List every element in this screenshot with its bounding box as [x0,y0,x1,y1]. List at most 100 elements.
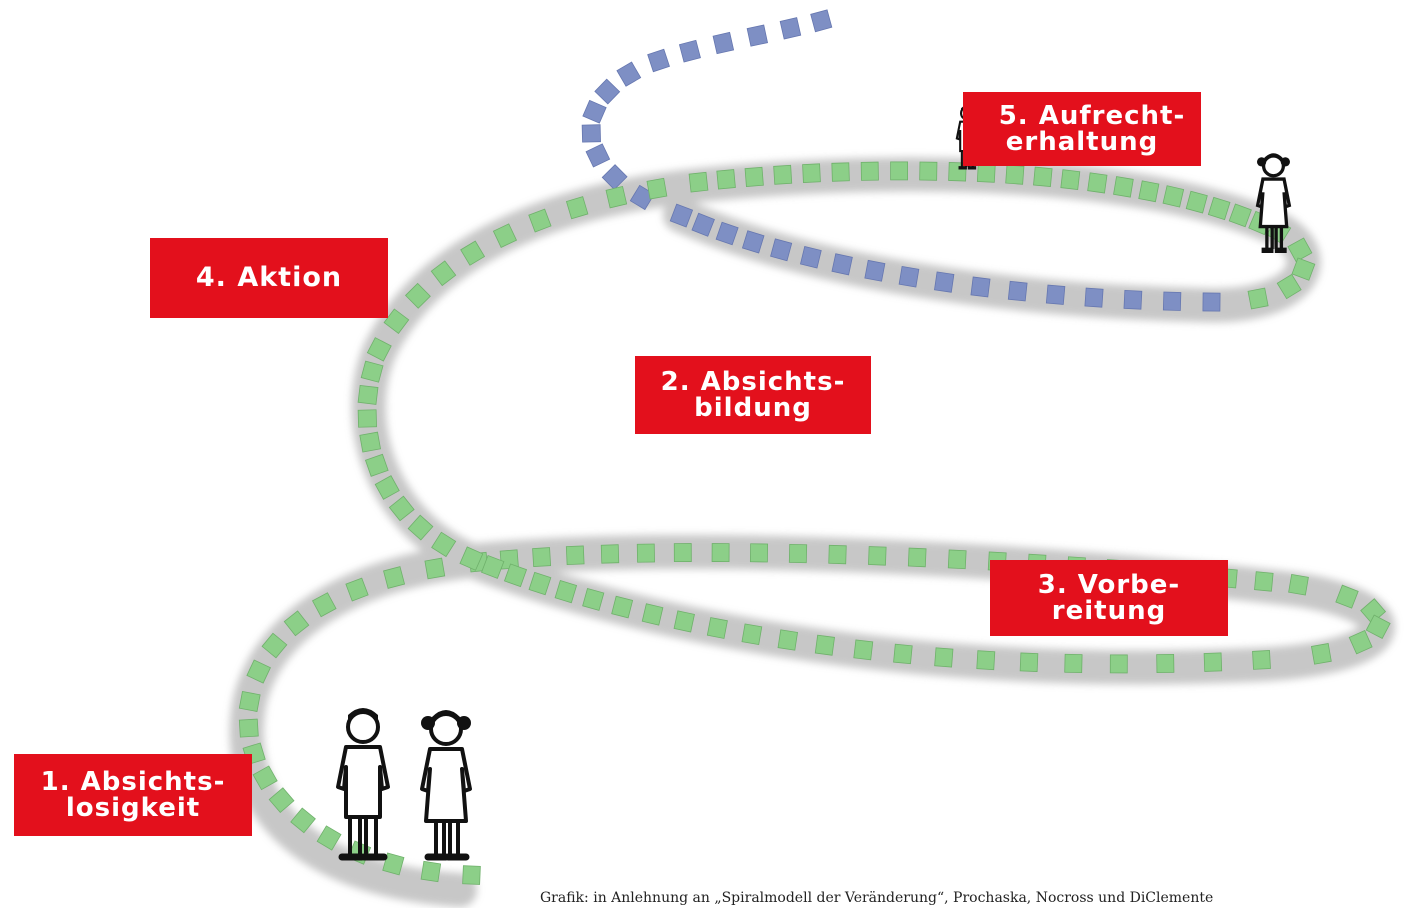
staircase-step [907,547,927,568]
stage-label-2-line2: bildung [694,393,812,423]
staircase-step [1254,571,1274,592]
spiral-continuation-step [799,246,822,269]
staircase-step [1005,164,1025,185]
spiral-continuation-step [691,212,715,237]
staircase-step [688,171,709,193]
spiral-continuation-step [585,143,611,168]
staircase-step [374,475,400,500]
spiral-continuation-step [616,61,642,87]
staircase-step [1276,273,1302,300]
staircase-step [673,610,695,633]
staircase-step [430,260,457,287]
staircase-step [1156,653,1175,674]
staircase-step [605,185,628,209]
staircase-step [565,545,585,566]
stage-label-3: 3. Vorbe- reitung [990,560,1228,636]
spiral-continuation-step [582,99,607,124]
staircase-step [345,577,369,602]
staircase-step [359,431,381,453]
stage-label-3-line2: reitung [1051,596,1167,626]
staircase-step [1064,653,1083,674]
spiral-continuation-step [581,124,601,143]
staircase-step [532,547,552,568]
staircase-step [290,807,316,834]
staircase-step [360,360,384,383]
spiral-continuation-step [669,203,694,228]
spiral-continuation-step [741,230,765,254]
staircase-step [814,634,835,656]
staircase-step [431,531,457,558]
staircase-step [261,632,288,659]
staircase-step [364,453,389,477]
staircase-step [976,650,996,671]
staircase-step [481,554,505,579]
staircase-step [582,587,605,611]
staircase-step [673,543,692,563]
staircase-step [890,161,908,181]
staircase-step [1087,172,1108,194]
stage-label-2-line1: 2. Absichts- [660,367,846,397]
spiral-continuation-step [810,9,833,33]
staircase-step [1113,176,1134,198]
staircase-step [1335,584,1359,609]
spiral-continuation-step [1202,292,1221,312]
spiral-continuation-step [831,253,853,276]
girl-figure-small [1255,153,1292,253]
spiral-continuation-step [970,276,991,298]
stage-label-3-line1: 3. Vorbe- [1037,570,1181,600]
staircase-step [252,765,278,791]
staircase-step [600,544,620,564]
staircase-step [316,825,342,851]
staircase-step [831,162,850,182]
staircase-step [1247,287,1269,310]
staircase-step [383,308,410,334]
boy-figure [336,708,390,861]
spiral-continuation-step [770,238,793,262]
staircase-step [238,718,259,738]
staircase-step [462,865,481,885]
stage-label-1-line1: 1. Absichts- [40,767,226,797]
staircase-step [919,161,938,181]
spiral-continuation-step [594,78,621,105]
staircase-step [1060,169,1081,190]
staircase-step [711,543,730,563]
staircase-step [407,514,434,541]
staircase-step [706,617,728,639]
staircase-step [424,557,446,580]
spiral-continuation-steps [581,9,1221,312]
staircase-step [716,169,736,190]
staircase-step [268,787,295,814]
spiral-continuation-step [712,31,735,55]
staircase-step [460,240,486,266]
staircase-step [1348,629,1373,655]
spiral-continuation-step [898,266,920,288]
staircase-step [388,495,415,522]
staircase-step [1287,237,1313,263]
spiral-continuation-step [779,17,802,40]
staircase-step [773,164,793,185]
stage-label-4-line1: 4. Aktion [195,262,343,293]
staircase-step [646,177,668,200]
staircase-step [565,196,589,220]
spiral-continuation-step [864,259,886,282]
staircase-step [1019,652,1039,673]
staircase-step [1365,614,1391,640]
staircase-step [1252,650,1271,670]
staircase-step [404,282,431,309]
staircase-step [1288,573,1309,596]
spiral-continuation-step [746,24,769,47]
staircase-step [893,643,913,665]
staircase-step [283,610,310,637]
staircase-step [777,629,799,651]
stage-label-1: 1. Absichts- losigkeit [14,754,252,836]
stage-label-5: 5. Aufrecht- erhaltung [963,92,1201,166]
staircase-step [492,223,518,248]
staircase-step [246,659,271,684]
staircase-step [828,544,847,565]
staircase-step [383,566,406,589]
staircase-step [1310,643,1332,665]
staircase-step [868,546,887,566]
staircase-step [744,166,764,187]
girl-figure [420,710,472,861]
staircase-step [459,546,484,571]
